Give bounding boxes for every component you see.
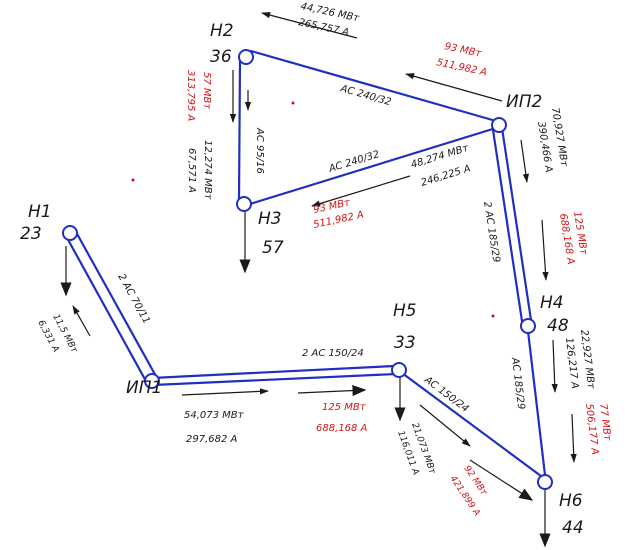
node-n6[interactable] xyxy=(537,474,553,490)
label-n1-load: 23 xyxy=(20,224,42,244)
line-type-labels: АС 240/32 АС 240/32 АС 95/16 2 АС 70/11 … xyxy=(115,83,526,415)
line-label-ip1-n5: 2 АС 150/24 xyxy=(302,348,364,359)
node-n2[interactable] xyxy=(238,49,254,65)
node-n5[interactable] xyxy=(391,362,407,378)
line-ip2-n3 xyxy=(248,126,498,206)
node-ip1[interactable] xyxy=(144,373,160,389)
flow-n4n6-current-red: 506,177 А xyxy=(583,403,600,455)
node-n3[interactable] xyxy=(236,196,252,212)
marker-dot xyxy=(131,178,135,182)
node-ip2[interactable] xyxy=(491,117,507,133)
line-n1-ip1-b xyxy=(74,230,159,380)
arrow-ip2-n4-flow xyxy=(520,139,529,183)
flow-ip2n3-current: 246,225 А xyxy=(420,163,472,189)
flow-ip1n5-current: 297,682 А xyxy=(186,434,238,445)
transmission-lines xyxy=(64,49,547,481)
label-n5-name: Н5 xyxy=(393,301,417,321)
flow-ip1n5-current-red: 688,168 А xyxy=(316,423,368,434)
line-n4-n6 xyxy=(526,329,547,477)
line-n5-n6 xyxy=(400,371,547,481)
line-label-n5-n6: АС 150/24 xyxy=(421,374,470,415)
flow-ip2n4-current: 390,466 А xyxy=(535,121,554,174)
label-ip1-name: ИП1 xyxy=(126,378,162,398)
arrow-ip1-n5-flow xyxy=(181,388,269,396)
node-n1[interactable] xyxy=(62,225,78,241)
nodes xyxy=(62,49,553,490)
flow-arrows xyxy=(60,12,577,548)
arrow-n1-ip1-flow xyxy=(72,305,91,337)
flow-n4n6-power-red: 77 МВт xyxy=(597,403,613,442)
label-ip2-name: ИП2 xyxy=(506,92,542,112)
line-label-n2-n3: АС 95/16 xyxy=(254,127,265,174)
flow-ip2n2-current-red: 511,982 А xyxy=(435,57,488,78)
flow-n4n6-power: 22,927 МВт xyxy=(578,329,596,391)
line-ip2-n2 xyxy=(249,49,498,123)
line-n1-ip1-a xyxy=(64,234,149,385)
label-n4-name: Н4 xyxy=(540,293,564,313)
label-n1-name: Н1 xyxy=(28,202,52,222)
label-n6-name: Н6 xyxy=(559,491,583,511)
node-n4[interactable] xyxy=(520,318,536,334)
line-ip1-n5-b xyxy=(151,372,398,387)
line-label-ip2-n2: АС 240/32 xyxy=(338,83,392,108)
line-label-n1-ip1: 2 АС 70/11 xyxy=(115,272,151,326)
line-n2-n3 xyxy=(237,58,242,202)
flow-n2-current-red: 313,795 А xyxy=(185,70,196,122)
label-n5-load: 33 xyxy=(394,333,416,353)
arrow-ip2-n2-flow xyxy=(261,12,358,39)
arrow-n5-n6-flow-red xyxy=(469,459,534,501)
arrow-ip2-n4-flow-red xyxy=(541,219,549,281)
node-labels: Н1 23 Н2 36 Н3 57 Н4 48 Н5 33 Н6 44 ИП1 … xyxy=(20,21,584,538)
flow-ip2n2-power-red: 93 МВт xyxy=(443,41,483,60)
arrow-ip2-n2-flow-lower xyxy=(405,73,503,102)
line-label-n4-n6: АС 185/29 xyxy=(509,356,526,410)
label-n6-load: 44 xyxy=(562,518,584,538)
flow-ip1n5-power: 54,073 МВт xyxy=(184,410,245,421)
flow-values-red: 93 МВт 511,982 А 57 МВт 313,795 А 93 МВт… xyxy=(185,41,613,518)
marker-dot xyxy=(491,314,495,318)
arrow-n4-n6-flow xyxy=(551,339,558,393)
arrow-n4-n6-flow-red xyxy=(570,413,577,463)
label-n2-load: 36 xyxy=(210,47,232,67)
marker-dot xyxy=(291,101,295,105)
arrow-n5-n6-flow xyxy=(419,404,471,447)
arrow-ip1-n5-flow-red xyxy=(297,384,367,397)
flow-n2n3-current: 67,571 А xyxy=(186,148,197,193)
line-label-ip2-n4: 2 АС 185/29 xyxy=(481,201,502,264)
label-n2-name: Н2 xyxy=(210,21,234,41)
line-ip2-n4-b xyxy=(500,126,533,322)
flow-n2n3-power: 12,274 МВт xyxy=(202,140,213,201)
line-ip1-n5-a xyxy=(150,364,396,380)
label-n3-name: Н3 xyxy=(258,209,282,229)
flow-values-black: 44,726 МВт 265,757 А 12,274 МВт 67,571 А… xyxy=(35,1,596,476)
label-n4-load: 48 xyxy=(547,316,569,336)
flow-n2-power-red: 57 МВт xyxy=(201,72,212,110)
label-n3-load: 57 xyxy=(262,238,284,258)
line-ip2-n4-a xyxy=(491,128,524,323)
flow-n4n6-current: 126,217 А xyxy=(563,337,580,389)
flow-ip1n5-power-red: 125 МВт xyxy=(322,402,367,413)
arrow-ip2-n3-flow xyxy=(311,175,411,207)
